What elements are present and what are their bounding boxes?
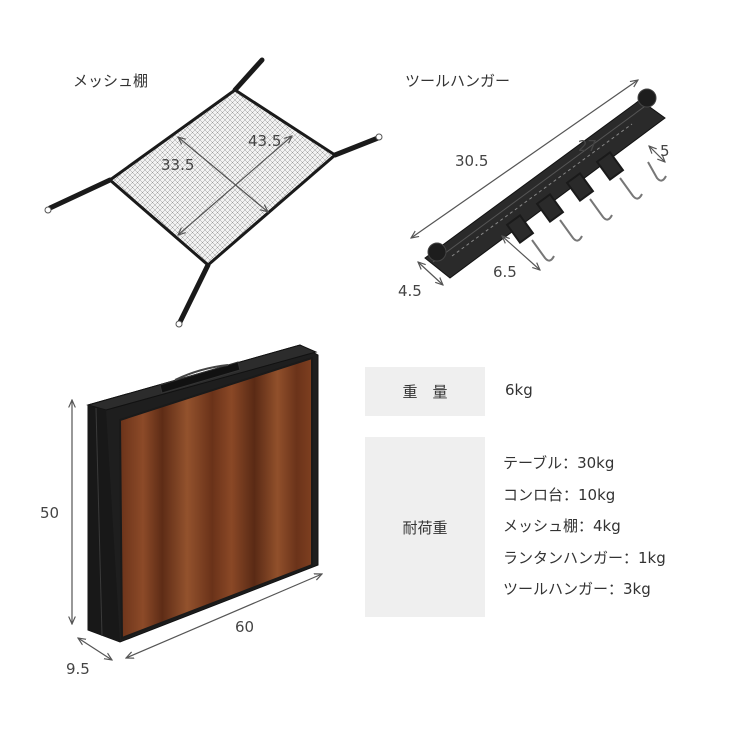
folded-table-illustration: [72, 344, 322, 660]
tool-hanger-height-label: 4.5: [398, 282, 422, 300]
spec-load-label: 耐荷重: [365, 437, 485, 617]
spec-load-list: テーブル：30kg コンロ台：10kg メッシュ棚：4kg ランタンハンガー：1…: [503, 448, 666, 606]
table-width-label: 60: [235, 618, 255, 636]
tool-hanger-inner-label: 27: [578, 137, 598, 155]
spec-weight-value: 6kg: [505, 381, 533, 399]
tool-hanger-hook-label: 6.5: [493, 263, 517, 281]
spec-load-item: コンロ台：10kg: [503, 485, 616, 504]
tool-hanger-illustration: [411, 80, 667, 285]
mesh-shelf-title: メッシュ棚: [73, 72, 149, 90]
spec-load-item: メッシュ棚：4kg: [503, 517, 621, 535]
tool-hanger-pitch-label: 5: [660, 142, 670, 160]
mesh-shelf-illustration: [44, 57, 383, 328]
spec-weight-label: 重 量: [365, 367, 485, 416]
table-thickness-label: 9.5: [66, 660, 90, 678]
spec-load-item: ツールハンガー：3kg: [503, 580, 651, 598]
tool-hanger-total-label: 30.5: [455, 152, 489, 170]
mesh-shelf-depth-label: 33.5: [161, 156, 195, 174]
spec-load-item: テーブル：30kg: [503, 454, 615, 472]
tool-hanger-title: ツールハンガー: [405, 72, 511, 90]
mesh-shelf-width-label: 43.5: [248, 132, 282, 150]
spec-load-item: ランタンハンガー：1kg: [503, 548, 666, 567]
table-height-label: 50: [40, 504, 60, 522]
